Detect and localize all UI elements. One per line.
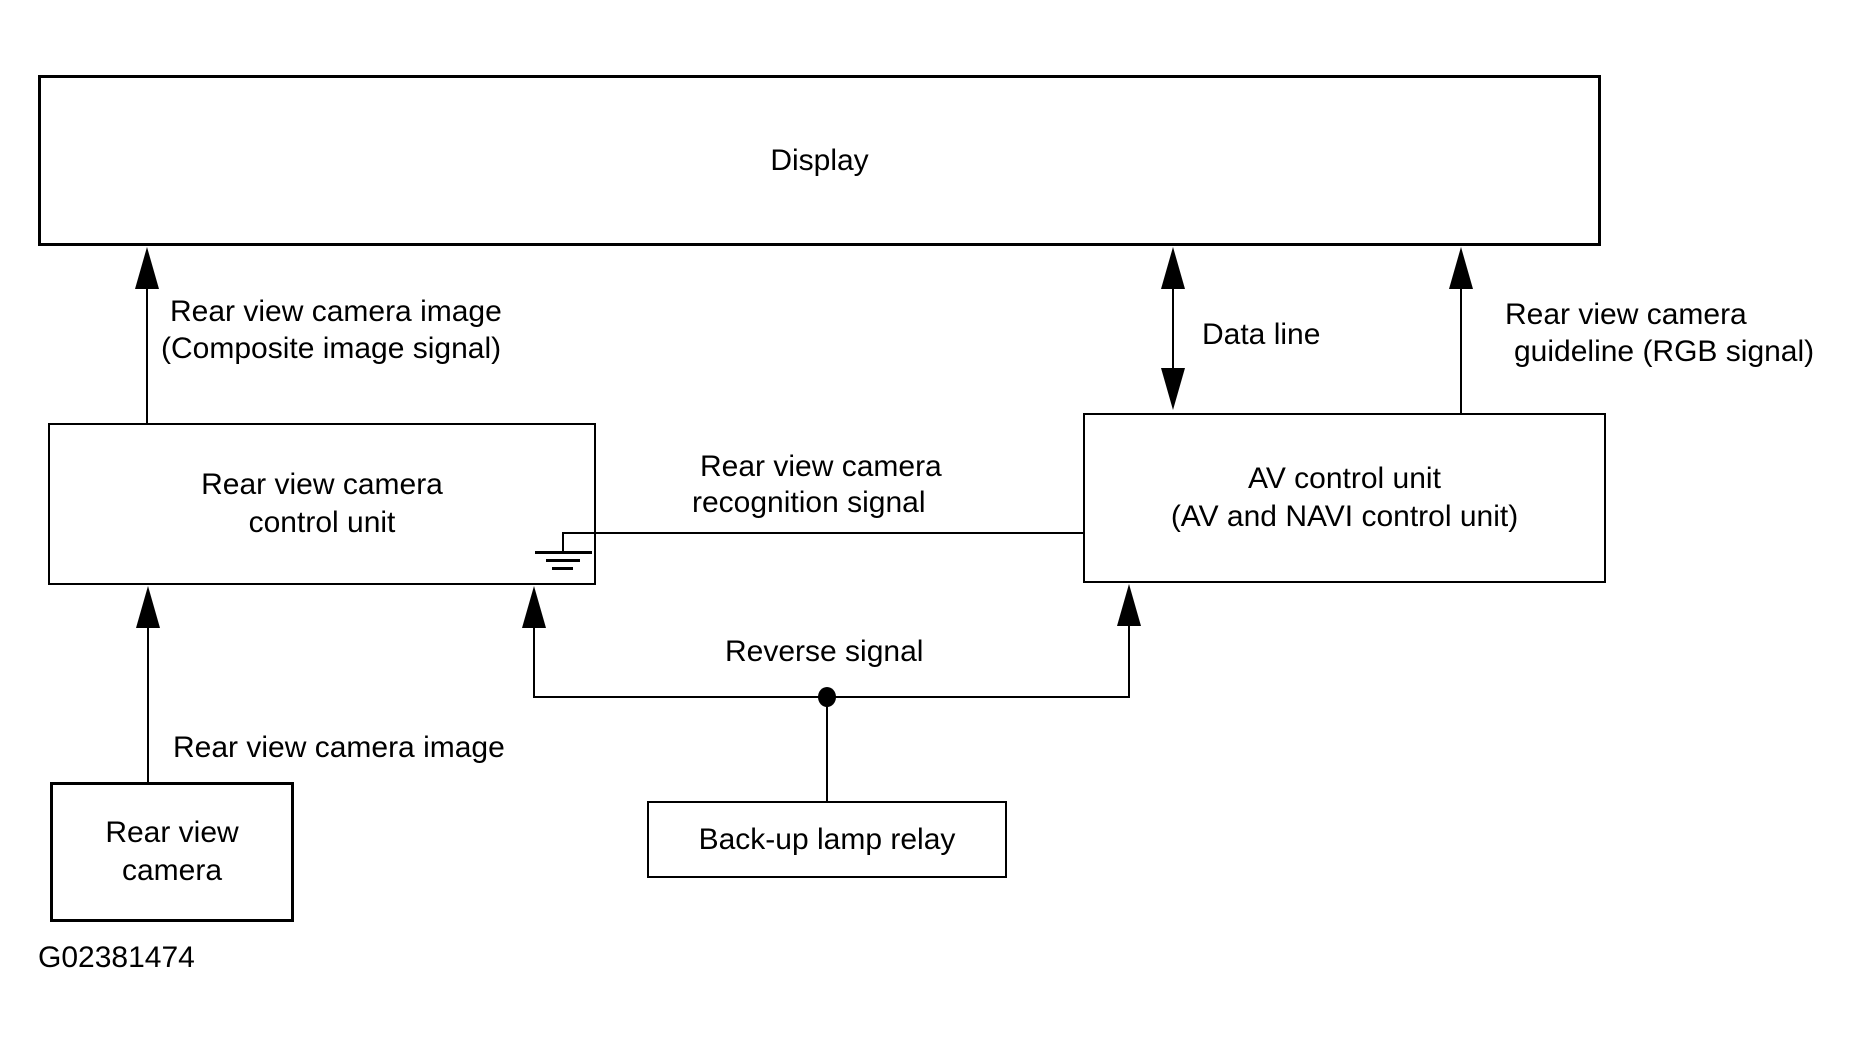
arrow-up-icon — [135, 247, 159, 289]
av-control-unit-label-line2: (AV and NAVI control unit) — [1170, 500, 1519, 533]
ground-icon — [552, 567, 573, 570]
reverse-signal-label: Reverse signal — [725, 635, 924, 668]
rear-view-camera-label-line2: camera — [121, 854, 223, 887]
data-line-label: Data line — [1202, 318, 1321, 351]
figure-id-label: G02381474 — [38, 941, 195, 974]
camera-control-unit-label-line1: Rear view camera — [201, 468, 443, 501]
ground-icon — [546, 559, 580, 562]
arrow-down-icon — [1161, 368, 1185, 410]
camera-control-unit-box: Rear view camera control unit — [48, 423, 596, 585]
rgb-arrow-stem — [1460, 287, 1462, 413]
av-control-unit-label-line1: AV control unit — [1248, 462, 1441, 495]
backup-lamp-relay-box: Back-up lamp relay — [647, 801, 1007, 878]
rear-view-camera-label-line1: Rear view — [105, 816, 239, 849]
rgb-guideline-label-line2: guideline (RGB signal) — [1514, 335, 1815, 368]
rgb-guideline-label-line1: Rear view camera — [1505, 298, 1747, 331]
arrow-up-icon — [1449, 247, 1473, 289]
arrow-up-icon — [522, 586, 546, 628]
camera-image-arrow-stem — [147, 626, 149, 782]
arrow-up-icon — [136, 586, 160, 628]
reverse-right-arrow-stem — [1128, 624, 1130, 698]
composite-signal-label-line1: Rear view camera image — [170, 295, 502, 328]
recognition-signal-label: Rear view camera recognition signal — [692, 449, 942, 521]
composite-arrow-stem — [146, 287, 148, 423]
recognition-signal-line — [563, 532, 1083, 534]
arrow-up-icon — [1117, 584, 1141, 626]
av-control-unit-box: AV control unit (AV and NAVI control uni… — [1083, 413, 1606, 583]
display-box: Display — [38, 75, 1601, 246]
composite-signal-label-line2: (Composite image signal) — [161, 332, 502, 365]
recognition-ground-drop — [562, 532, 564, 552]
reverse-left-arrow-stem — [533, 626, 535, 698]
arrow-up-icon — [1161, 247, 1185, 289]
recognition-signal-label-line2: recognition signal — [692, 486, 926, 519]
display-label: Display — [770, 143, 869, 177]
ground-icon — [535, 551, 592, 554]
rear-view-camera-box: Rear view camera — [50, 782, 294, 922]
rgb-guideline-label: Rear view camera guideline (RGB signal) — [1505, 296, 1814, 370]
backup-lamp-relay-label: Back-up lamp relay — [698, 822, 956, 856]
recognition-signal-label-line1: Rear view camera — [700, 450, 942, 483]
relay-drop-line — [826, 697, 828, 801]
camera-image-label: Rear view camera image — [173, 731, 505, 764]
composite-signal-label: Rear view camera image (Composite image … — [161, 293, 502, 367]
data-line-arrow-stem — [1172, 287, 1174, 369]
camera-control-unit-label-line2: control unit — [248, 506, 396, 539]
